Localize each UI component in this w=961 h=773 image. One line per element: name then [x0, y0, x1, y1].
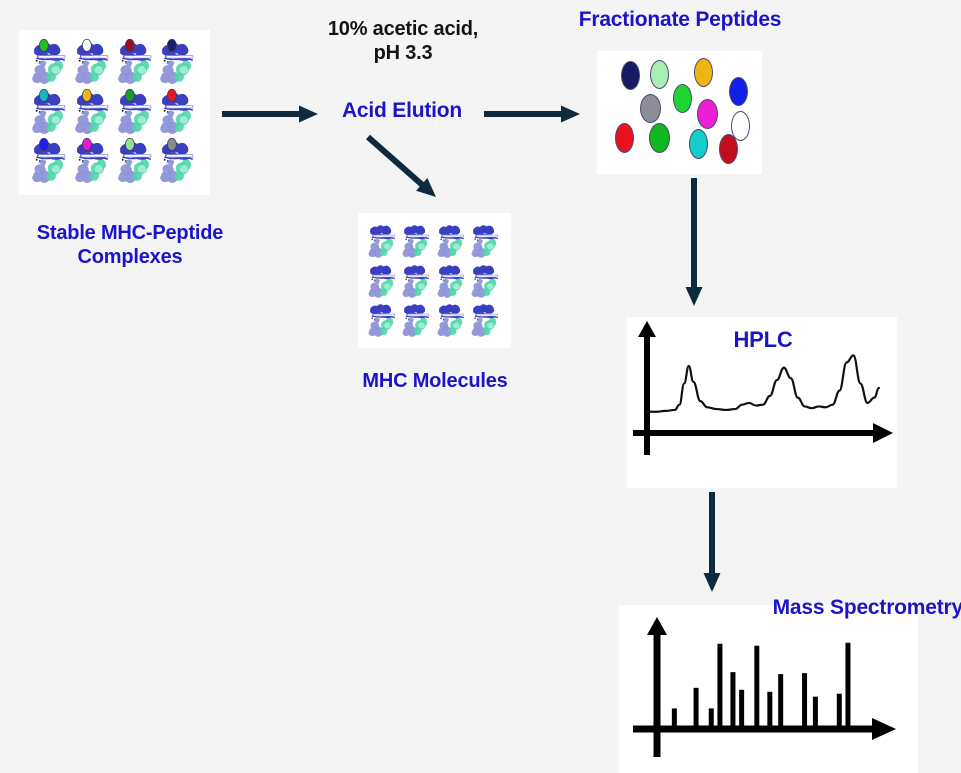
peptide-gold: [694, 58, 713, 87]
hplc-to-massspec: [703, 492, 721, 592]
label-acid-conditions: 10% acetic acid, pH 3.3: [288, 18, 518, 65]
mhc-peptide-complex: [29, 38, 72, 88]
elution-to-mhc: [366, 134, 436, 197]
mhc-peptide-complex-grid: [29, 38, 200, 187]
mhc-molecule: [400, 300, 434, 340]
label-complexes-line1: Stable MHC-Peptide: [36, 222, 224, 244]
peptide-blue: [729, 77, 748, 106]
mhc-peptide-complex: [157, 137, 200, 187]
mhc-peptide-complex: [115, 88, 158, 138]
label-acid-line2: pH 3.3: [373, 41, 433, 64]
peptide-red: [615, 123, 634, 153]
peptide-light-green: [650, 60, 669, 89]
mhc-peptide-complex: [72, 88, 115, 138]
label-mass-spectrometry: Mass Spectrometry: [772, 596, 961, 619]
mhc-peptide-complex: [157, 38, 200, 88]
mhc-molecule: [435, 221, 469, 261]
label-complexes-line2: Complexes: [77, 245, 183, 268]
mhc-molecule: [366, 221, 400, 261]
mhc-molecule: [400, 261, 434, 301]
label-stable-mhc-peptide-complexes: Stable MHC-Peptide Complexes: [10, 222, 250, 269]
label-acid-elution: Acid Elution: [341, 99, 463, 122]
mhc-molecule-grid: [366, 221, 503, 340]
mhc-peptide-complex: [115, 38, 158, 88]
label-acid-line1: 10% acetic acid,: [327, 18, 479, 40]
peptide-cyan: [689, 129, 708, 159]
mhc-molecule: [469, 221, 503, 261]
mhc-peptide-complex: [29, 137, 72, 187]
peptide-gray: [640, 94, 661, 123]
mhc-peptide-complex: [157, 88, 200, 138]
elution-to-peptides: [484, 105, 580, 123]
mhc-molecule: [366, 261, 400, 301]
label-hplc: HPLC: [733, 327, 793, 352]
hplc-chart: [633, 321, 893, 455]
complexes-to-elution: [222, 105, 318, 123]
peptide-white: [731, 111, 750, 141]
mhc-molecule: [435, 261, 469, 301]
panel-mass-spectrum: [619, 605, 918, 773]
mhc-peptide-complex: [72, 38, 115, 88]
peptide-green-2: [649, 123, 670, 153]
mhc-molecule: [366, 300, 400, 340]
label-mhc-molecules: MHC Molecules: [362, 370, 508, 392]
mass-spectrum-chart: [633, 617, 896, 757]
peptide-navy: [621, 61, 640, 90]
mhc-peptide-complex: [72, 137, 115, 187]
mhc-molecule: [469, 300, 503, 340]
mhc-peptide-complex: [115, 137, 158, 187]
mhc-molecule: [469, 261, 503, 301]
peptide-magenta: [697, 99, 718, 129]
mhc-molecule: [435, 300, 469, 340]
peptide-dark-red: [719, 134, 738, 164]
mhc-molecule: [400, 221, 434, 261]
label-fractionate-peptides: Fractionate Peptides: [578, 8, 782, 31]
peptide-green: [673, 84, 692, 113]
mhc-peptide-complex: [29, 88, 72, 138]
peptides-to-hplc: [685, 178, 703, 306]
panel-hplc-chromatogram: [627, 317, 897, 488]
